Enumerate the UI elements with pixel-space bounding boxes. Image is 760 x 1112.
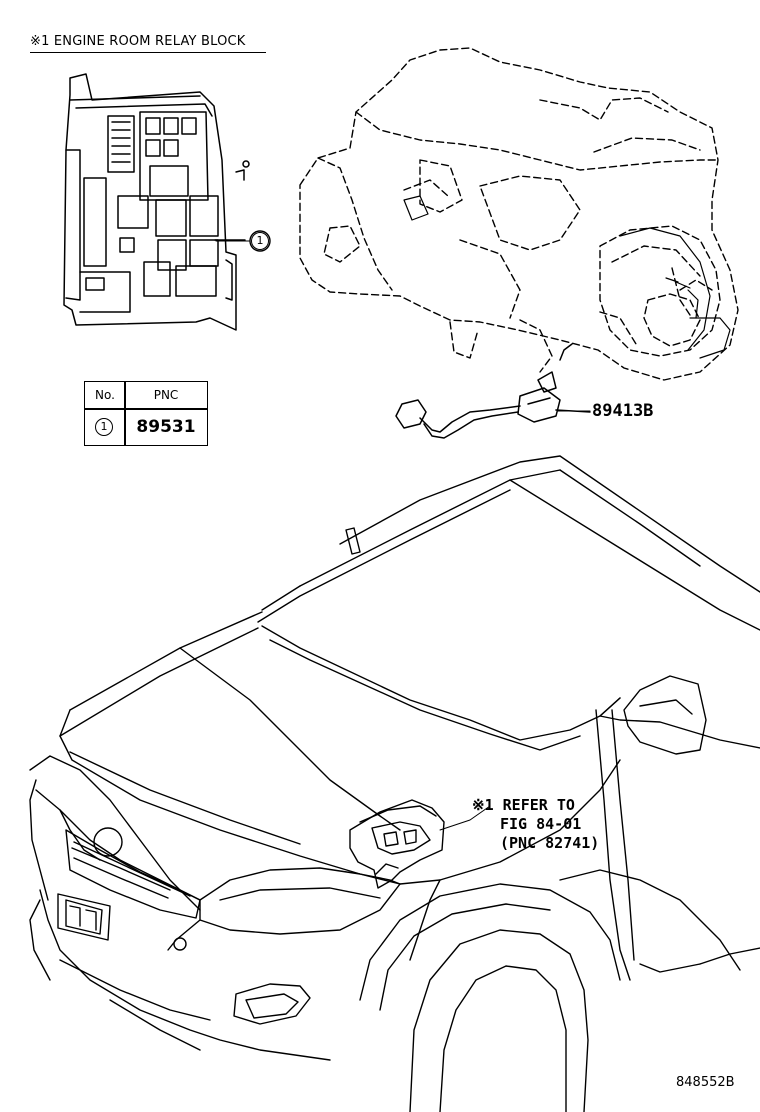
relay-block-illustration xyxy=(63,73,250,331)
relay-block-title: ※1 ENGINE ROOM RELAY BLOCK xyxy=(30,34,246,49)
row-number-circle: 1 xyxy=(95,418,113,436)
pnc-table: No. PNC 1 89531 xyxy=(84,381,208,446)
leader-lines xyxy=(215,240,591,831)
transmission-illustration xyxy=(299,47,739,381)
pnc-table-header-pnc: PNC xyxy=(153,388,179,402)
table-row-number: 1 xyxy=(85,409,125,445)
figure-code: 848552B xyxy=(676,1075,735,1090)
speed-sensor-illustration xyxy=(395,343,591,439)
refer-note-line3: (PNC 82741) xyxy=(500,834,600,852)
relay-callout-number: 1 xyxy=(251,232,269,250)
table-row-pnc: 89531 xyxy=(136,417,196,437)
refer-note-line1: ※1 REFER TO xyxy=(472,796,575,814)
refer-note-line2: FIG 84-01 xyxy=(500,815,582,833)
pnc-table-divider xyxy=(124,382,126,445)
vehicle-illustration xyxy=(29,455,760,1112)
transmission-details xyxy=(403,195,731,359)
pnc-table-divider xyxy=(85,408,207,410)
pnc-table-header-no: No. xyxy=(95,388,115,402)
sensor-part-number: 89413B xyxy=(592,401,654,421)
title-underline xyxy=(30,52,266,53)
